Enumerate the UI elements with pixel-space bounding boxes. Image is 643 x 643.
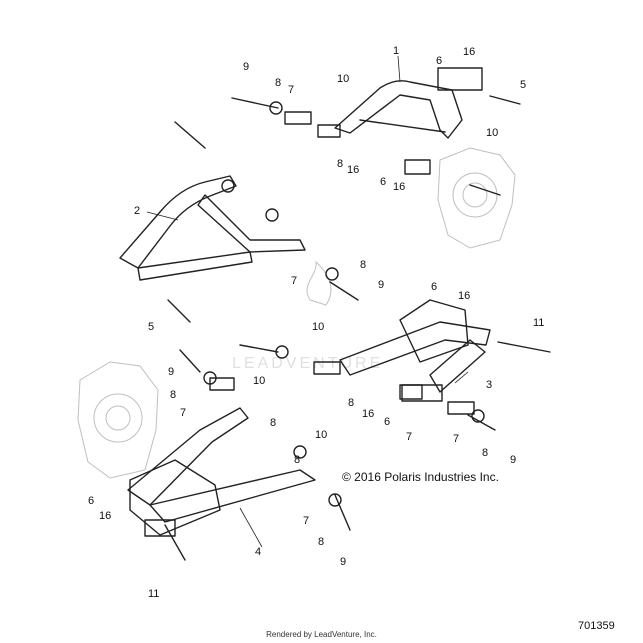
callout-10: 10 <box>337 73 349 85</box>
gearcase-ghost-right <box>437 147 516 249</box>
callout-9: 9 <box>168 366 174 378</box>
callout-8: 8 <box>337 158 343 170</box>
bolt-set <box>164 95 551 561</box>
callout-8: 8 <box>360 259 366 271</box>
copyright-notice: © 2016 Polaris Industries Inc. <box>342 470 499 484</box>
callout-16: 16 <box>458 290 470 302</box>
callout-16: 16 <box>393 181 405 193</box>
watermark-logo: LEADVENTURE <box>232 260 383 372</box>
callout-8: 8 <box>482 447 488 459</box>
callout-16: 16 <box>362 408 374 420</box>
upper-rear-arm <box>334 67 483 139</box>
callout-8: 8 <box>348 397 354 409</box>
callout-7: 7 <box>303 515 309 527</box>
callout-8: 8 <box>318 536 324 548</box>
callout-9: 9 <box>510 454 516 466</box>
callout-8: 8 <box>170 389 176 401</box>
footer-credit: Rendered by LeadVenture, Inc. <box>266 630 377 639</box>
callout-5: 5 <box>520 79 526 91</box>
callout-16: 16 <box>463 46 475 58</box>
callout-labels: 1 2 3 4 5 5 6 6 6 6 6 7 7 7 7 7 7 8 8 8 … <box>88 45 544 600</box>
callout-9: 9 <box>243 61 249 73</box>
diagram-id: 701359 <box>578 620 615 632</box>
callout-7: 7 <box>406 431 412 443</box>
callout-8: 8 <box>275 77 281 89</box>
callout-2: 2 <box>134 205 140 217</box>
callout-6: 6 <box>380 176 386 188</box>
callout-7: 7 <box>291 275 297 287</box>
callout-10: 10 <box>315 429 327 441</box>
callout-3: 3 <box>486 379 492 391</box>
callout-6: 6 <box>88 495 94 507</box>
callout-10: 10 <box>253 375 265 387</box>
callout-6: 6 <box>431 281 437 293</box>
svg-text:LEADVENTURE: LEADVENTURE <box>232 355 383 372</box>
callout-7: 7 <box>288 84 294 96</box>
callout-8: 8 <box>270 417 276 429</box>
lower-front-arm <box>127 407 316 537</box>
callout-6: 6 <box>436 55 442 67</box>
callout-1: 1 <box>393 45 399 57</box>
gearcase-ghost-left <box>77 361 159 479</box>
callout-16: 16 <box>99 510 111 522</box>
leader-lines <box>146 55 469 548</box>
callout-7: 7 <box>180 407 186 419</box>
callout-9: 9 <box>378 279 384 291</box>
lower-rear-arm <box>339 299 491 402</box>
callout-7: 7 <box>453 433 459 445</box>
callout-11: 11 <box>148 588 159 600</box>
bushing-set <box>203 101 485 507</box>
callout-11: 11 <box>533 317 544 329</box>
callout-16: 16 <box>347 164 359 176</box>
callout-5: 5 <box>148 321 154 333</box>
upper-front-arm <box>119 175 306 281</box>
callout-10: 10 <box>486 127 498 139</box>
callout-8: 8 <box>294 454 300 466</box>
callout-10: 10 <box>312 321 324 333</box>
callout-9: 9 <box>340 556 346 568</box>
callout-4: 4 <box>255 546 261 558</box>
callout-6: 6 <box>384 416 390 428</box>
